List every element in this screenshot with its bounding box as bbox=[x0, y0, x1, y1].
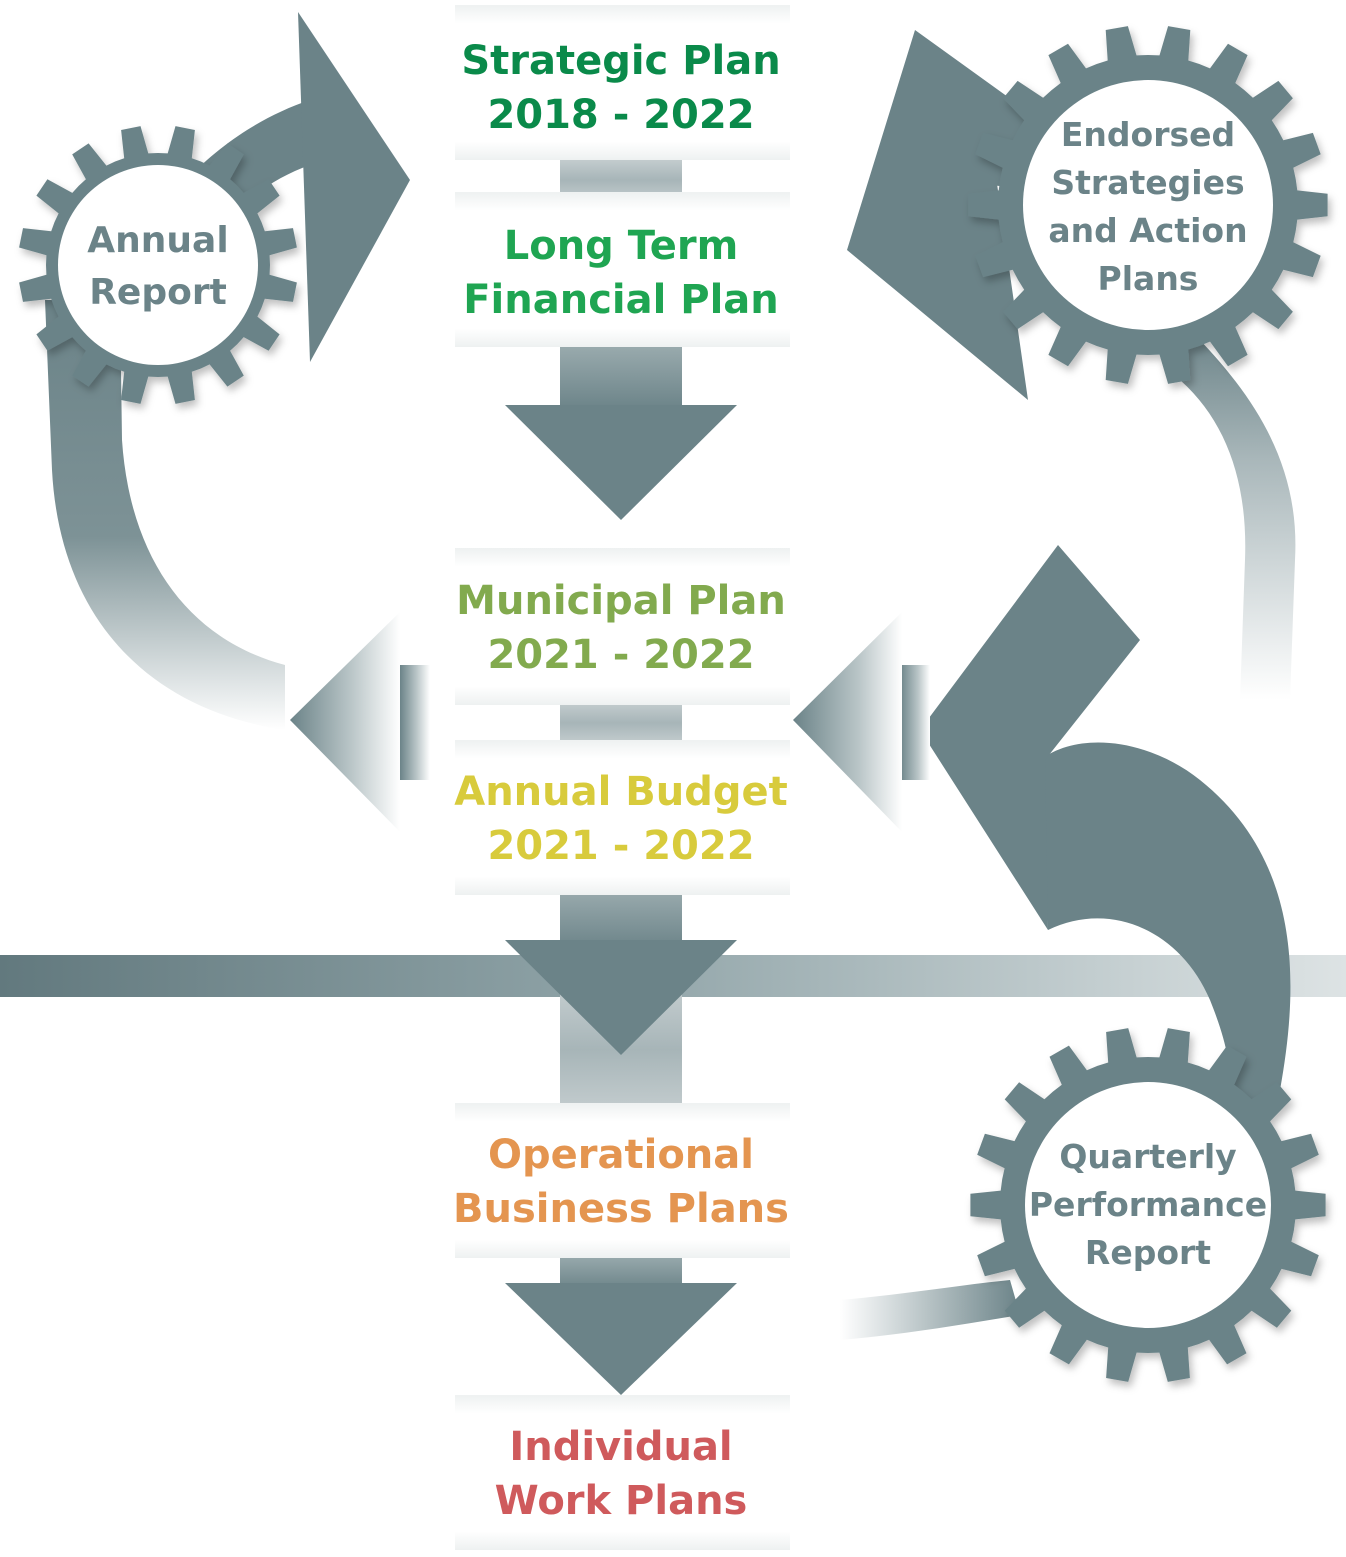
left-pointing-arrow bbox=[290, 612, 430, 832]
stage-box-strategic bbox=[455, 5, 790, 160]
stage-long-term-line1: Long Term bbox=[504, 223, 739, 269]
gear-quarterly-line2: Performance bbox=[1029, 1185, 1267, 1224]
right-large-curve-arrow bbox=[1040, 742, 1291, 1110]
stage-municipal-line2: 2021 - 2022 bbox=[487, 632, 754, 678]
right-large-arrowhead bbox=[920, 545, 1140, 930]
stage-strategic-line2: 2018 - 2022 bbox=[487, 92, 754, 138]
right-curve-fade bbox=[1180, 330, 1296, 700]
gear-quarterly-line1: Quarterly bbox=[1059, 1137, 1236, 1176]
stage-box-operational bbox=[455, 1103, 790, 1258]
right-side-left-arrow bbox=[793, 612, 930, 832]
stage-strategic-line1: Strategic Plan bbox=[461, 38, 780, 84]
stage-strategic-plan: Strategic Plan 2018 - 2022 bbox=[461, 38, 780, 138]
gear-endorsed-strategies: Endorsed Strategies and Action Plans bbox=[968, 26, 1328, 384]
stage-individual-line1: Individual bbox=[509, 1424, 732, 1470]
down-arrow-3 bbox=[505, 1255, 737, 1395]
gear-annual-line1: Annual bbox=[87, 220, 228, 261]
stage-budget-line2: 2021 - 2022 bbox=[487, 823, 754, 869]
left-top-arrowhead bbox=[298, 12, 410, 362]
left-curve-arrow bbox=[45, 300, 285, 730]
gear-endorsed-line4: Plans bbox=[1098, 259, 1199, 298]
stem-3 bbox=[560, 703, 682, 743]
stage-long-term-financial-plan: Long Term Financial Plan bbox=[463, 223, 779, 323]
gear-endorsed-line3: and Action bbox=[1048, 211, 1247, 250]
stage-operational-line2: Business Plans bbox=[453, 1186, 789, 1232]
stage-individual-work-plans: Individual Work Plans bbox=[495, 1424, 748, 1524]
bottom-curve-fade bbox=[840, 1280, 1020, 1340]
stage-individual-line2: Work Plans bbox=[495, 1478, 748, 1524]
down-arrow-1 bbox=[505, 345, 737, 520]
right-top-arrowhead bbox=[847, 30, 1040, 400]
gear-endorsed-line2: Strategies bbox=[1051, 163, 1244, 202]
down-arrow-2 bbox=[505, 890, 737, 1055]
gear-quarterly-line3: Report bbox=[1085, 1233, 1211, 1272]
gear-annual-line2: Report bbox=[89, 272, 227, 313]
stage-budget-line1: Annual Budget bbox=[454, 769, 788, 815]
stage-box-individual bbox=[455, 1395, 790, 1550]
stage-municipal-line1: Municipal Plan bbox=[456, 578, 786, 624]
stage-municipal-plan: Municipal Plan 2021 - 2022 bbox=[456, 578, 786, 678]
stage-operational-line1: Operational bbox=[488, 1132, 754, 1178]
stage-operational-business-plans: Operational Business Plans bbox=[453, 1132, 789, 1232]
stage-annual-budget: Annual Budget 2021 - 2022 bbox=[454, 769, 788, 869]
stage-box-long-term bbox=[455, 192, 790, 347]
gear-quarterly-performance: Quarterly Performance Report bbox=[970, 1028, 1326, 1382]
gear-endorsed-line1: Endorsed bbox=[1061, 115, 1235, 154]
stage-box-municipal bbox=[455, 548, 790, 705]
stage-long-term-line2: Financial Plan bbox=[463, 277, 779, 323]
gear-annual-report: Annual Report bbox=[19, 126, 297, 404]
stage-box-budget bbox=[455, 740, 790, 895]
